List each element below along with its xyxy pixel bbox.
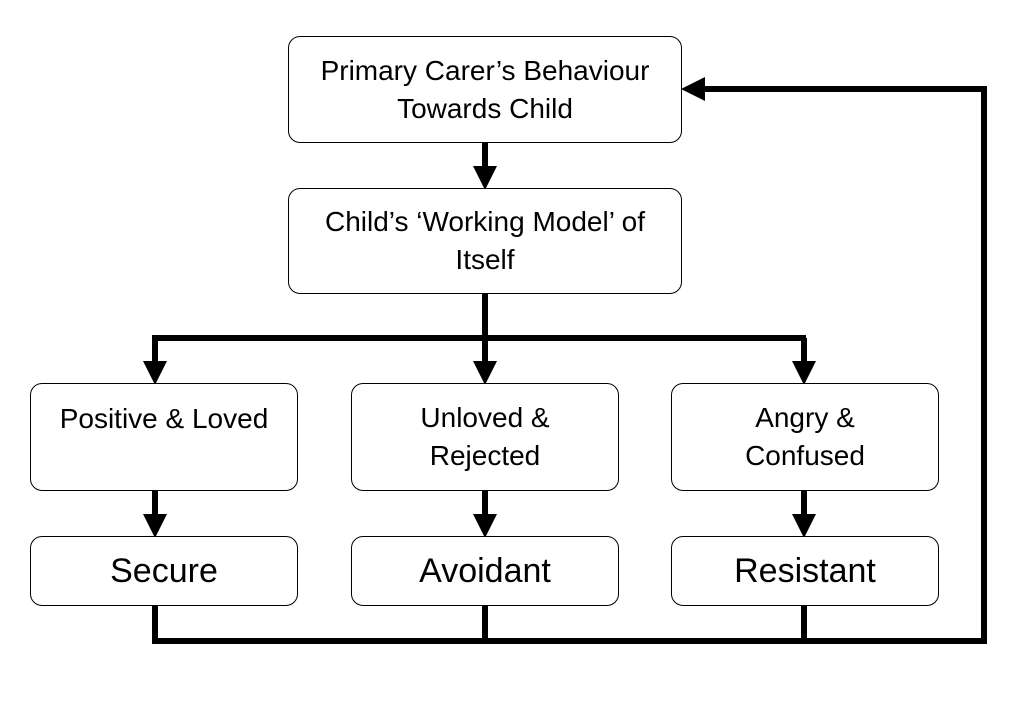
node-label: Secure <box>110 552 218 590</box>
node-label: Angry & Confused <box>745 402 865 471</box>
node-label: Avoidant <box>419 552 551 590</box>
node-label: Child’s ‘Working Model’ of Itself <box>324 206 646 275</box>
node-resistant: Resistant <box>671 536 939 606</box>
node-working-model: Child’s ‘Working Model’ of Itself <box>288 188 682 294</box>
node-positive-loved: Positive & Loved <box>30 383 298 491</box>
node-label: Primary Carer’s Behaviour Towards Child <box>320 54 650 124</box>
node-avoidant: Avoidant <box>351 536 619 606</box>
node-secure: Secure <box>30 536 298 606</box>
node-label: Resistant <box>734 552 876 590</box>
node-unloved-rejected: Unloved & Rejected <box>351 383 619 491</box>
node-label: Positive & Loved <box>59 403 269 434</box>
node-label: Unloved & Rejected <box>420 402 550 471</box>
node-primary-carer-behaviour: Primary Carer’s Behaviour Towards Child <box>288 36 682 143</box>
node-angry-confused: Angry & Confused <box>671 383 939 491</box>
